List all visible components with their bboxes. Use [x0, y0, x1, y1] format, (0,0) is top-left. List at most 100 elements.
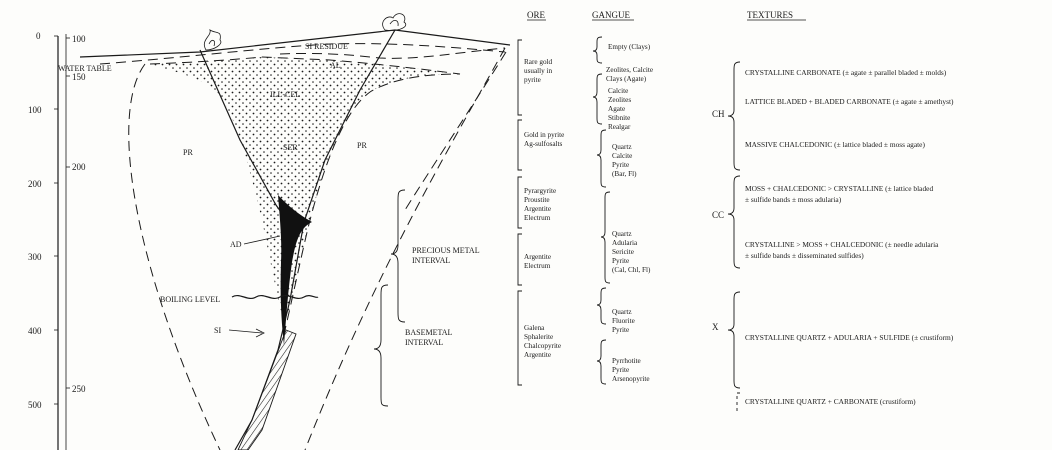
- gangue-5-line-5: (Cal, Chl, Fl): [612, 266, 651, 274]
- texture-3: MASSIVE CHALCEDONIC (± lattice bladed ± …: [745, 140, 925, 149]
- texture-4-line-2: ± sulfide bands ± moss adularia): [745, 195, 842, 204]
- ore-3-line-1: Pyrargyrite: [524, 187, 556, 195]
- depth-tick-100: 100: [28, 105, 42, 115]
- hot-spring-left-icon: [204, 30, 221, 50]
- label-si: SI: [214, 326, 221, 335]
- basemetal-interval-brace: [374, 285, 388, 406]
- silica-vein: [238, 330, 296, 450]
- gangue-5-line-4: Pyrite: [612, 257, 629, 265]
- label-pr-right: PR: [357, 141, 367, 150]
- gangue-4-line-2: Calcite: [612, 152, 632, 160]
- texture-4-line-1: MOSS + CHALCEDONIC > CRYSTALLINE (± latt…: [745, 184, 933, 193]
- ore-4-line-2: Electrum: [524, 262, 551, 270]
- inner-tick-250: 250: [72, 384, 86, 394]
- texture-5-line-2: ± sulfide bands ± disseminated sulfides): [745, 251, 864, 260]
- precious-interval-brace: [391, 190, 405, 322]
- label-ser: SER: [283, 143, 298, 152]
- texture-2: LATTICE BLADED + BLADED CARBONATE (± aga…: [745, 97, 954, 106]
- gangue-5-line-3: Sericite: [612, 248, 634, 256]
- hot-spring-right-icon: [383, 14, 406, 31]
- texture-code-ch: CH: [712, 109, 725, 119]
- inner-tick-200: 200: [72, 162, 86, 172]
- depth-tick-400: 400: [28, 326, 42, 336]
- gangue-1-line-1: Empty (Clays): [608, 43, 651, 51]
- gangue-7-line-3: Arsenopyrite: [612, 375, 650, 383]
- depth-tick-500: 500: [28, 400, 42, 410]
- label-ad: AD: [230, 240, 242, 249]
- gangue-2-line-1: Zeolites, Calcite: [606, 66, 653, 74]
- header-ore: ORE: [527, 10, 546, 20]
- label-basemetal-2: INTERVAL: [405, 338, 443, 347]
- boiling-level-line: [232, 296, 318, 299]
- label-precious-2: INTERVAL: [412, 256, 450, 265]
- gangue-entry-6: Quartz Fluorite Pyrite: [612, 308, 635, 334]
- gangue-entry-4: Quartz Calcite Pyrite (Bar, Fl): [612, 143, 637, 178]
- gangue-7-line-2: Pyrite: [612, 366, 629, 374]
- ore-entry-5: Galena Sphalerite Chalcopyrite Argentite: [524, 324, 561, 359]
- gangue-6-line-2: Fluorite: [612, 317, 635, 325]
- texture-7: CRYSTALLINE QUARTZ + CARBONATE (crustifo…: [745, 397, 916, 406]
- label-precious-1: PRECIOUS METAL: [412, 246, 480, 255]
- ore-5-line-1: Galena: [524, 324, 545, 332]
- ore-3-line-4: Electrum: [524, 214, 551, 222]
- gangue-4-line-3: Pyrite: [612, 161, 629, 169]
- label-boiling-level: BOILING LEVEL: [160, 295, 220, 304]
- depth-tick-0: 0: [36, 31, 41, 41]
- ore-entry-3: Pyrargyrite Proustite Argentite Electrum: [524, 187, 556, 222]
- gangue-3-line-2: Zeolites: [608, 96, 631, 104]
- alteration-stipple-zone: [150, 57, 460, 330]
- texture-braces: [728, 62, 740, 412]
- inner-tick-100: 100: [72, 34, 86, 44]
- texture-code-cc: CC: [712, 210, 724, 220]
- gangue-4-line-4: (Bar, Fl): [612, 170, 637, 178]
- gangue-2-line-2: Clays (Agate): [606, 75, 647, 83]
- gangue-3-line-4: Stibnite: [608, 114, 630, 122]
- gangue-entry-2: Zeolites, Calcite Clays (Agate): [606, 66, 653, 83]
- ore-entry-2: Gold in pyrite Ag-sulfosalts: [524, 131, 564, 148]
- texture-6: CRYSTALLINE QUARTZ + ADULARIA + SULFIDE …: [745, 333, 954, 342]
- ore-3-line-3: Argentite: [524, 205, 551, 213]
- ore-5-line-4: Argentite: [524, 351, 551, 359]
- ore-entry-1: Rare gold usually in pyrite: [524, 58, 553, 84]
- gangue-7-line-1: Pyrrhotite: [612, 357, 641, 365]
- ore-1-line-2: usually in: [524, 67, 553, 75]
- depth-tick-200: 200: [28, 179, 42, 189]
- texture-code-x: X: [712, 322, 719, 332]
- gangue-4-line-1: Quartz: [612, 143, 632, 151]
- label-water-table: WATER TABLE: [58, 64, 112, 73]
- gangue-5-line-1: Quartz: [612, 230, 632, 238]
- temperature-axis-inner: 100 150 200 250: [66, 34, 86, 450]
- texture-5-line-1: CRYSTALLINE > MOSS + CHALCEDONIC (± need…: [745, 240, 939, 249]
- label-ill-cel: ILL-CEL: [270, 90, 300, 99]
- gangue-3-line-3: Agate: [608, 105, 625, 113]
- ore-4-line-1: Argentite: [524, 253, 551, 261]
- gangue-3-line-1: Calcite: [608, 87, 628, 95]
- label-basemetal-1: BASEMETAL: [405, 328, 452, 337]
- label-al: AL: [330, 61, 341, 70]
- ore-entry-4: Argentite Electrum: [524, 253, 551, 270]
- ore-5-line-2: Sphalerite: [524, 333, 553, 341]
- gangue-entry-5: Quartz Adularia Sericite Pyrite (Cal, Ch…: [612, 230, 651, 274]
- label-pr-left: PR: [183, 148, 193, 157]
- gangue-5-line-2: Adularia: [612, 239, 638, 247]
- depth-axis-left: 0 100 200 300 400 500: [28, 31, 58, 450]
- gangue-entry-7: Pyrrhotite Pyrite Arsenopyrite: [612, 357, 650, 383]
- ground-surface: [80, 30, 510, 57]
- depth-tick-300: 300: [28, 252, 42, 262]
- header-textures: TEXTURES: [747, 10, 793, 20]
- ore-1-line-3: pyrite: [524, 76, 541, 84]
- outer-envelope-left: [129, 64, 220, 450]
- ore-braces: [518, 40, 522, 385]
- texture-1: CRYSTALLINE CARBONATE (± agate ± paralle…: [745, 68, 947, 77]
- ore-3-line-2: Proustite: [524, 196, 550, 204]
- label-si-residue: SI RESIDUE: [305, 42, 348, 51]
- texture-list: CRYSTALLINE CARBONATE (± agate ± paralle…: [745, 68, 954, 406]
- gangue-entry-3: Calcite Zeolites Agate Stibnite Realgar: [608, 87, 631, 131]
- gangue-6-line-1: Quartz: [612, 308, 632, 316]
- header-gangue: GANGUE: [592, 10, 630, 20]
- ore-1-line-1: Rare gold: [524, 58, 553, 66]
- ore-2-line-2: Ag-sulfosalts: [524, 140, 563, 148]
- ore-2-line-1: Gold in pyrite: [524, 131, 564, 139]
- inner-tick-150: 150: [72, 72, 86, 82]
